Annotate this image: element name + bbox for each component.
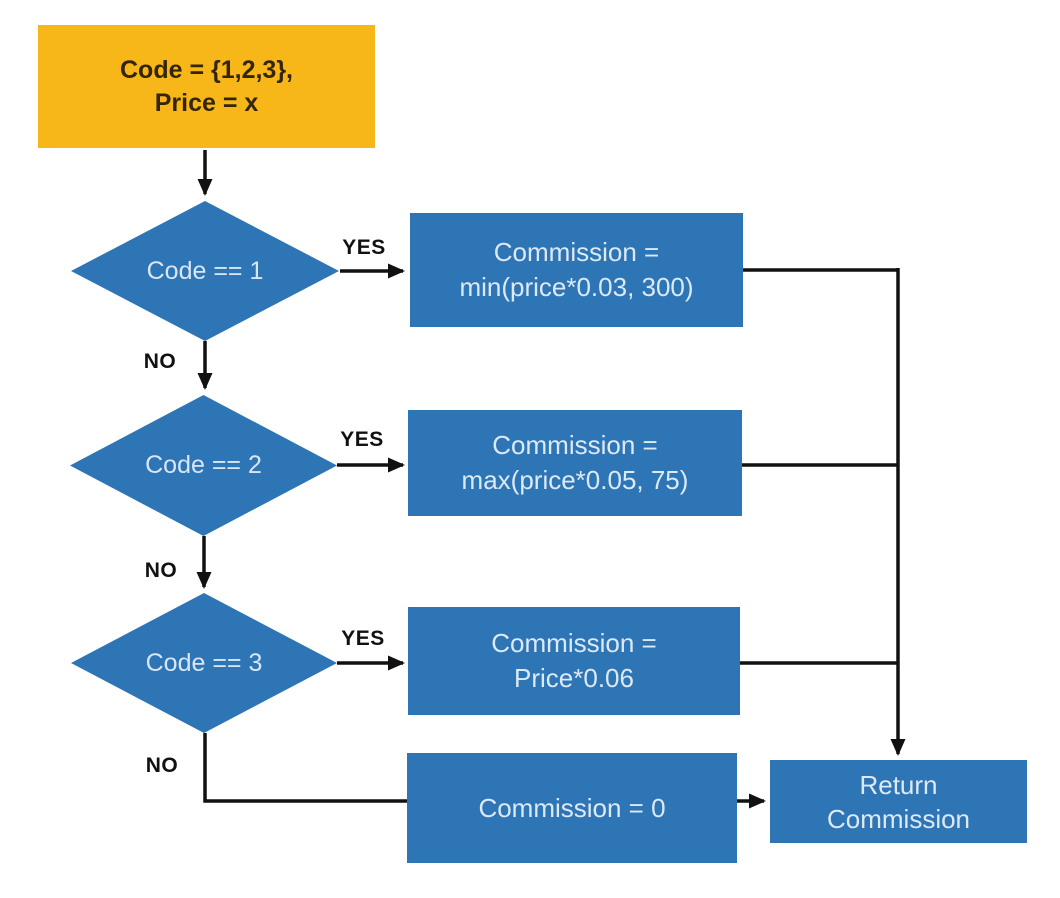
process-node-code3-label-line2: Price*0.06 (514, 663, 634, 693)
process-node-default: Commission = 0 (407, 753, 737, 863)
edge-decision3-no-to-default (203, 733, 407, 803)
end-node-label-line2: Commission (826, 803, 971, 834)
process-node-code1-label-line1: Commission = (493, 237, 660, 267)
process-node-code3-label-line1: Commission = (491, 628, 657, 658)
edge-label-yes1: YES (342, 236, 386, 259)
process-node-default-label: Commission = 0 (478, 792, 666, 823)
start-node: Code = {1,2,3}, Price = x (38, 25, 375, 148)
process-node-code3: Commission = Price*0.06 (408, 607, 740, 715)
process-node-code1-label-line2: min(price*0.03, 300) (459, 272, 694, 302)
start-node-label-line2: Price = x (154, 88, 259, 117)
edge-label-no3: NO (145, 754, 179, 777)
edge-label-yes2: YES (340, 428, 384, 451)
decision-node-code1-label: Code == 1 (146, 256, 264, 285)
end-node-label-line1: Return (859, 769, 938, 800)
start-node-label-line1: Code = {1,2,3}, (120, 55, 293, 84)
edge-label-no2: NO (144, 559, 178, 582)
process-node-code2-label-line2: max(price*0.05, 75) (461, 465, 689, 495)
end-node: Return Commission (770, 760, 1027, 843)
process-node-code1: Commission = min(price*0.03, 300) (410, 213, 743, 327)
process-node-code2-label-line1: Commission = (492, 430, 658, 460)
edge-label-no1: NO (143, 350, 177, 373)
decision-node-code2-label: Code == 2 (145, 451, 262, 479)
process-node-code2: Commission = max(price*0.05, 75) (408, 410, 742, 516)
edge-label-yes3: YES (341, 627, 385, 650)
decision-node-code3-label: Code == 3 (145, 648, 263, 677)
